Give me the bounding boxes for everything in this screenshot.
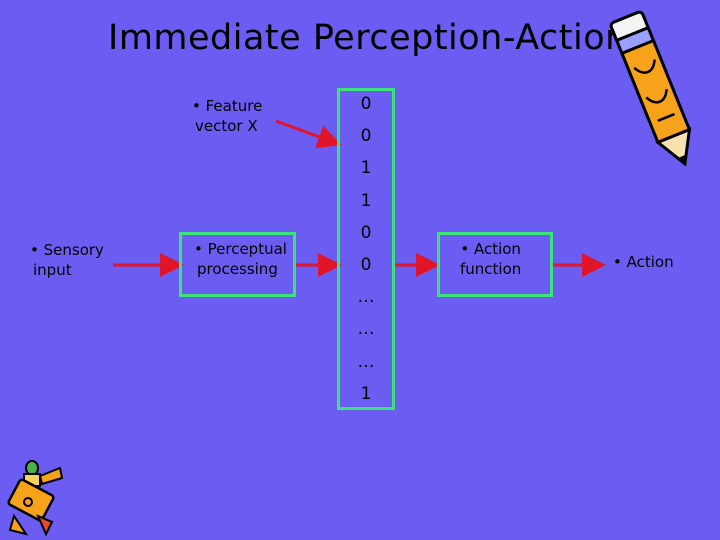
feature-vector-cell: … <box>357 351 375 372</box>
sensory-input-label: • Sensory input <box>30 241 104 279</box>
feature-vector-cell: 0 <box>360 126 372 147</box>
feature-vector-cell: 0 <box>360 255 372 275</box>
feature-vector-cell: … <box>357 287 375 308</box>
feature-vector-column <box>337 88 395 410</box>
arrow-feature-label-to-vector <box>275 119 342 149</box>
action-label: • Action <box>613 253 674 271</box>
pencil-figure-icon <box>7 460 64 537</box>
feature-vector-label: • Feature vector X <box>192 97 263 135</box>
action-function-box: • Action function <box>437 232 553 297</box>
pencil-icon <box>609 10 692 167</box>
feature-vector-cell: 1 <box>360 190 372 211</box>
feature-vector-cell: 0 <box>360 94 372 114</box>
slide-title: Immediate Perception-Action <box>108 18 628 58</box>
feature-vector-cell: … <box>357 319 375 340</box>
feature-vector-cell: 1 <box>360 383 372 404</box>
feature-vector-cell: 0 <box>360 222 372 243</box>
perceptual-processing-box: • Perceptual processing <box>179 232 296 297</box>
feature-vector-cell: 1 <box>360 158 372 179</box>
